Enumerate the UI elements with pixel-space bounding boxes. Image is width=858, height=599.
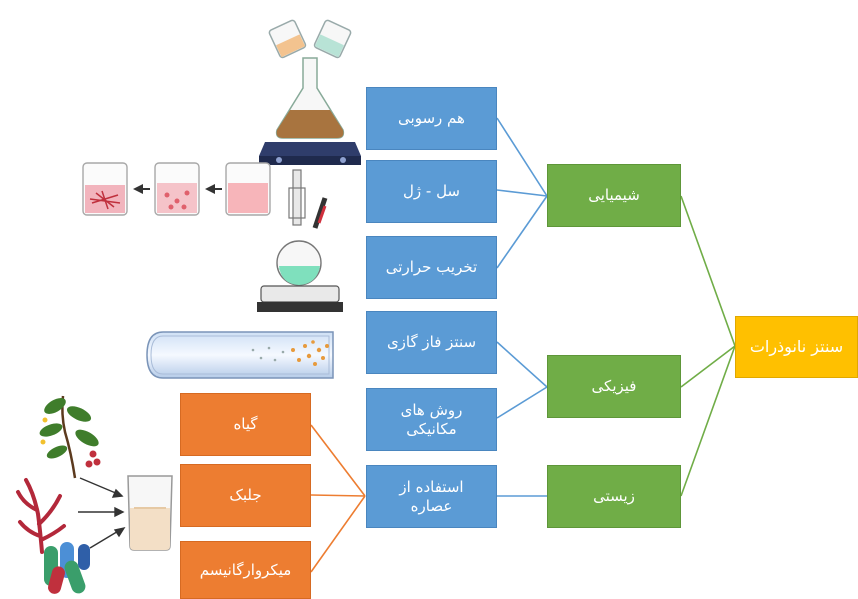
connector-source-2 [310,494,366,497]
source-label: گیاه [233,415,258,434]
microorganism-icon [44,542,90,594]
category-label: زیستی [593,487,635,506]
method-sol-gel[interactable]: سل - ژل [366,160,497,223]
source-microorganism[interactable]: میکروارگانیسم [180,541,311,599]
arrow-head-plant [111,488,124,498]
category-physical[interactable]: فیزیکی [547,355,681,418]
method-label: تخریب حرارتی [385,258,478,277]
source-plant[interactable]: گیاه [180,393,311,456]
arrow-micro [89,529,121,549]
category-chemical[interactable]: شیمیایی [547,164,681,227]
connector-source-3 [310,495,366,573]
connector-method-5 [496,386,548,419]
arrow-plant [79,477,119,495]
connector-category-1 [680,195,736,347]
method-extract[interactable]: استفاده از عصاره [366,465,497,528]
beakers-sequence-icon [82,162,271,216]
root-node[interactable]: سنتز نانوذرات [735,316,858,378]
extract-beaker-icon [127,475,173,551]
method-label: روش های مکانیکی [400,400,463,438]
category-label: فیزیکی [591,377,637,396]
method-label: استفاده از عصاره [399,477,464,515]
connector-method-3 [496,195,548,269]
method-label: سنتز فاز گازی [386,333,477,352]
connector-method-1 [496,117,548,197]
method-coprecipitation[interactable]: هم رسوبی [366,87,497,150]
connector-method-4 [496,341,548,388]
connector-source-1 [310,424,366,497]
source-algae[interactable]: جلبک [180,464,311,527]
method-label: هم رسوبی [398,109,465,128]
plant-icon [39,395,101,479]
source-label: جلبک [229,486,262,505]
connector-method-2 [496,189,548,197]
method-label: سل - ژل [402,182,461,201]
gas-phase-tube-icon [146,331,334,379]
connector-category-3 [680,345,736,497]
arrow-head-algae [114,506,125,518]
root-label: سنتز نانوذرات [749,337,844,356]
algae-icon [16,478,66,554]
connector-category-2 [680,345,736,388]
category-label: شیمیایی [588,186,640,205]
reflux-apparatus-icon [257,169,343,312]
flask-on-hotplate-icon [259,19,361,165]
source-label: میکروارگانیسم [199,560,292,579]
category-biological[interactable]: زیستی [547,465,681,528]
method-gas-phase[interactable]: سنتز فاز گازی [366,311,497,374]
method-thermal-decomposition[interactable]: تخریب حرارتی [366,236,497,299]
arrow-head-micro [113,526,126,538]
method-mechanical[interactable]: روش های مکانیکی [366,388,497,451]
